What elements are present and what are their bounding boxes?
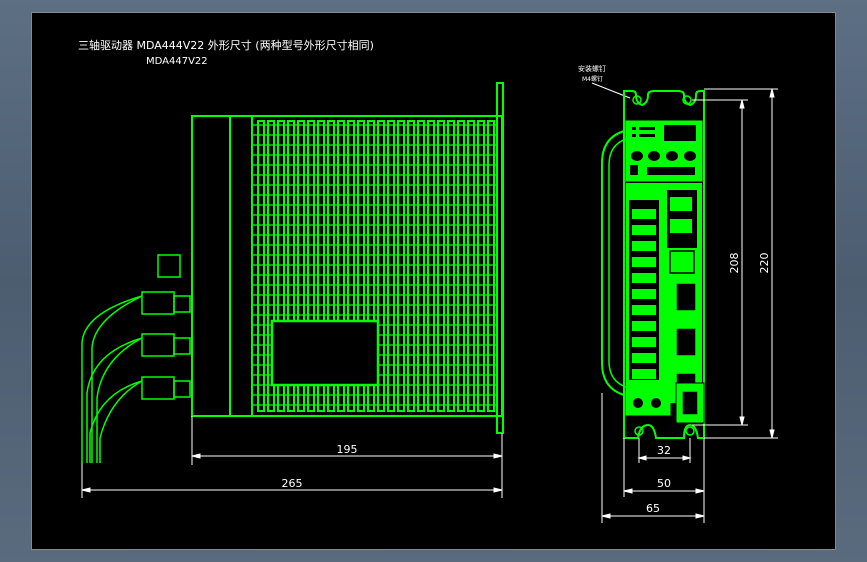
front-view: 安装螺钉 M4螺钉 [578, 64, 778, 523]
dimension-50-label: 50 [657, 477, 671, 490]
power-screw-right [651, 398, 661, 408]
dimension-195 [191, 416, 503, 465]
dimension-65 [601, 393, 705, 523]
mount-hole-top-left [632, 95, 642, 105]
mount-hole-bottom-right [685, 426, 695, 436]
motor-port-2 [675, 327, 697, 357]
mount-hole-bottom-left [634, 426, 644, 436]
side-view-connectors [141, 254, 191, 400]
mount-note-line1: 安装螺钉 [578, 64, 606, 73]
side-view-cables [81, 295, 143, 463]
dimension-65-label: 65 [646, 502, 660, 515]
panel-connector-small [630, 165, 638, 175]
io-connector [669, 250, 695, 274]
mount-hole-top-right [682, 95, 692, 105]
side-view-body [191, 82, 504, 434]
drawing-subtitle: MDA447V22 [146, 56, 208, 67]
terminal-pins [632, 209, 656, 379]
cad-canvas: 三轴驱动器 MDA444V22 外形尺寸 (两种型号外形尺寸相同) MDA447… [31, 12, 836, 550]
technical-drawing: 三轴驱动器 MDA444V22 外形尺寸 (两种型号外形尺寸相同) MDA447… [78, 38, 778, 523]
side-view: 195 265 [81, 82, 504, 498]
drawing-title: 三轴驱动器 MDA444V22 外形尺寸 (两种型号外形尺寸相同) [78, 38, 374, 52]
mount-note-line2: M4螺钉 [582, 75, 603, 83]
dimension-32 [637, 438, 692, 463]
dimension-32-label: 32 [657, 444, 671, 457]
front-view-body [623, 90, 705, 439]
dimension-220-label: 220 [758, 253, 771, 274]
dimension-265 [81, 463, 503, 498]
dimension-208 [692, 99, 748, 426]
dimension-208-label: 208 [728, 253, 741, 274]
status-leds [632, 127, 655, 137]
panel-logo [647, 167, 695, 175]
dimension-265-label: 265 [282, 477, 303, 490]
led-display [664, 125, 696, 141]
power-screw-left [633, 398, 643, 408]
keypad-buttons [631, 151, 696, 161]
power-terminal [625, 390, 671, 416]
dimension-220 [704, 88, 778, 439]
dimension-50 [623, 438, 705, 497]
front-view-bracket [601, 130, 625, 396]
dimension-195-label: 195 [337, 443, 358, 456]
motor-port-1 [675, 282, 697, 312]
side-view-label-window [270, 319, 380, 387]
